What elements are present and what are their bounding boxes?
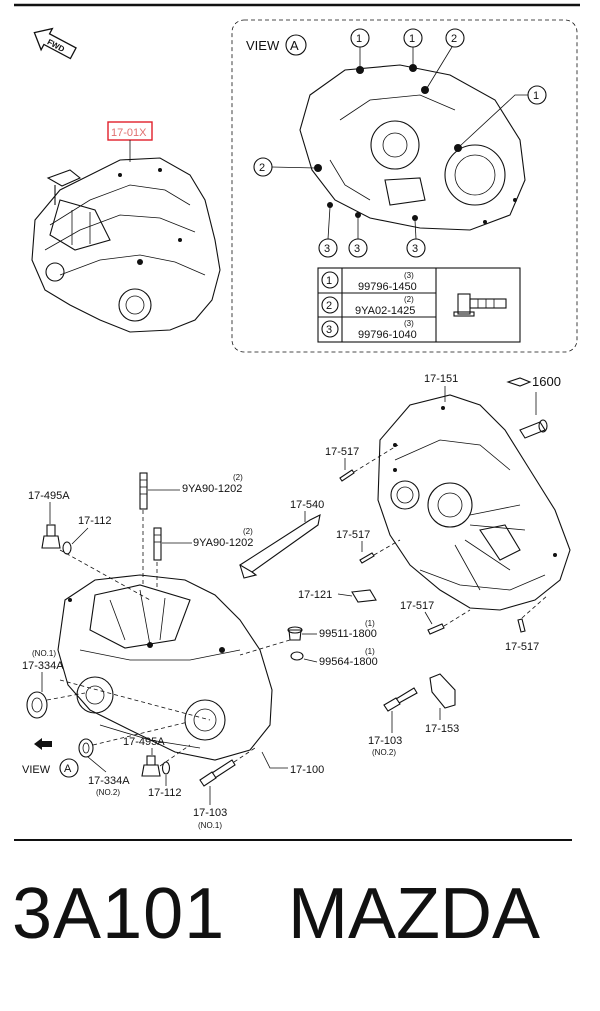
bolt-17-103-no1 [199, 759, 236, 787]
label-17-540: 17-540 [290, 499, 324, 511]
label-9ya90-b: 9YA90-1202 [193, 537, 253, 549]
label-99511: 99511-1800 [319, 628, 377, 640]
legend-num-1: 1 [326, 275, 332, 287]
bolt-17-103-no2 [383, 687, 418, 712]
label-view-a-letter: A [64, 763, 72, 775]
view-a-housing-illustration [299, 64, 526, 231]
legend-qty-2: (2) [404, 295, 414, 304]
label-17-517-c: 17-517 [400, 600, 434, 612]
label-9ya90-a: 9YA90-1202 [182, 483, 242, 495]
plug-99511 [287, 626, 303, 641]
label-17-517-a: 17-517 [325, 446, 359, 458]
label-17-112-b: 17-112 [148, 787, 181, 799]
label-17-121: 17-121 [298, 589, 332, 601]
callout-1a: 1 [356, 33, 362, 45]
washer-99564 [290, 651, 304, 661]
legend-part-3: 99796-1040 [358, 329, 417, 341]
drain-plug-upper [41, 524, 72, 555]
bracket-17-121 [351, 589, 377, 603]
view-a-title: VIEW [246, 38, 280, 53]
fwd-arrow-icon: FWD [33, 27, 77, 60]
baffle-plate-17-540 [238, 514, 321, 579]
stud-bolts [139, 472, 162, 590]
legend-qty-1: (3) [404, 271, 414, 280]
label-view-a: VIEW [22, 764, 51, 776]
assembly-ref-label: 17-01X [111, 127, 147, 139]
callout-1c: 1 [533, 90, 539, 102]
label-17-103-b-note: (NO.2) [372, 748, 396, 757]
label-9ya90-a-qty: (2) [233, 473, 243, 482]
flange-bolt-icon [453, 293, 507, 317]
legend-num-3: 3 [326, 324, 332, 336]
footer-part-code: 3A101 [12, 874, 226, 954]
label-99564: 99564-1800 [319, 656, 378, 668]
label-17-334a-a: 17-334A [22, 660, 64, 672]
label-17-112-a: 17-112 [78, 515, 111, 527]
label-17-103-a-note: (NO.1) [198, 821, 222, 830]
label-1600: 1600 [532, 374, 561, 389]
label-17-334a-b-note: (NO.2) [96, 788, 120, 797]
transaxle-case-17-100 [57, 574, 273, 761]
clutch-housing-17-151 [377, 394, 571, 611]
wrench-ref-icon [506, 377, 532, 387]
label-9ya90-b-qty: (2) [243, 527, 253, 536]
view-a-title-letter: A [290, 38, 299, 53]
callout-3a: 3 [324, 243, 330, 255]
view-a-box [231, 19, 578, 353]
label-99564-qty: (1) [365, 647, 375, 656]
label-17-495a-b: 17-495A [123, 736, 165, 748]
label-17-103-b: 17-103 [368, 735, 402, 747]
footer-brand: MAZDA [288, 874, 540, 954]
oil-seal-no1 [26, 691, 48, 719]
label-17-103-a: 17-103 [193, 807, 227, 819]
bolt-legend-table: 1 (3) 99796-1450 2 (2) 9YA02-1425 3 (3) … [317, 267, 521, 343]
legend-num-2: 2 [326, 300, 332, 312]
callout-3c: 3 [412, 243, 418, 255]
oil-seal-no2 [78, 738, 94, 758]
exploded-parts-diagram: FWD 17-01X VIEW A [14, 3, 580, 841]
label-17-151: 17-151 [424, 373, 458, 385]
callout-2a: 2 [451, 33, 457, 45]
dowel-pins [339, 469, 526, 635]
bolt-1600 [519, 419, 548, 439]
legend-part-1: 99796-1450 [358, 281, 417, 293]
label-17-517-d: 17-517 [505, 641, 539, 653]
label-17-100: 17-100 [290, 764, 324, 776]
legend-part-2: 9YA02-1425 [355, 305, 415, 317]
callout-3b: 3 [354, 243, 360, 255]
label-17-495a-a: 17-495A [28, 490, 70, 502]
cover-17-153 [429, 673, 456, 709]
label-17-334a-b: 17-334A [88, 775, 130, 787]
legend-qty-3: (3) [404, 319, 414, 328]
drain-plug-lower [141, 755, 171, 777]
view-a-callouts: 1 1 2 1 2 3 3 3 [253, 28, 547, 258]
callout-1b: 1 [409, 33, 415, 45]
label-17-334a-a-note: (NO.1) [32, 649, 56, 658]
label-17-517-b: 17-517 [336, 529, 370, 541]
label-17-153: 17-153 [425, 723, 459, 735]
transaxle-assembly-illustration [31, 157, 221, 333]
view-a-pointer-icon [34, 738, 52, 750]
callout-2b: 2 [259, 162, 265, 174]
label-99511-qty: (1) [365, 619, 375, 628]
